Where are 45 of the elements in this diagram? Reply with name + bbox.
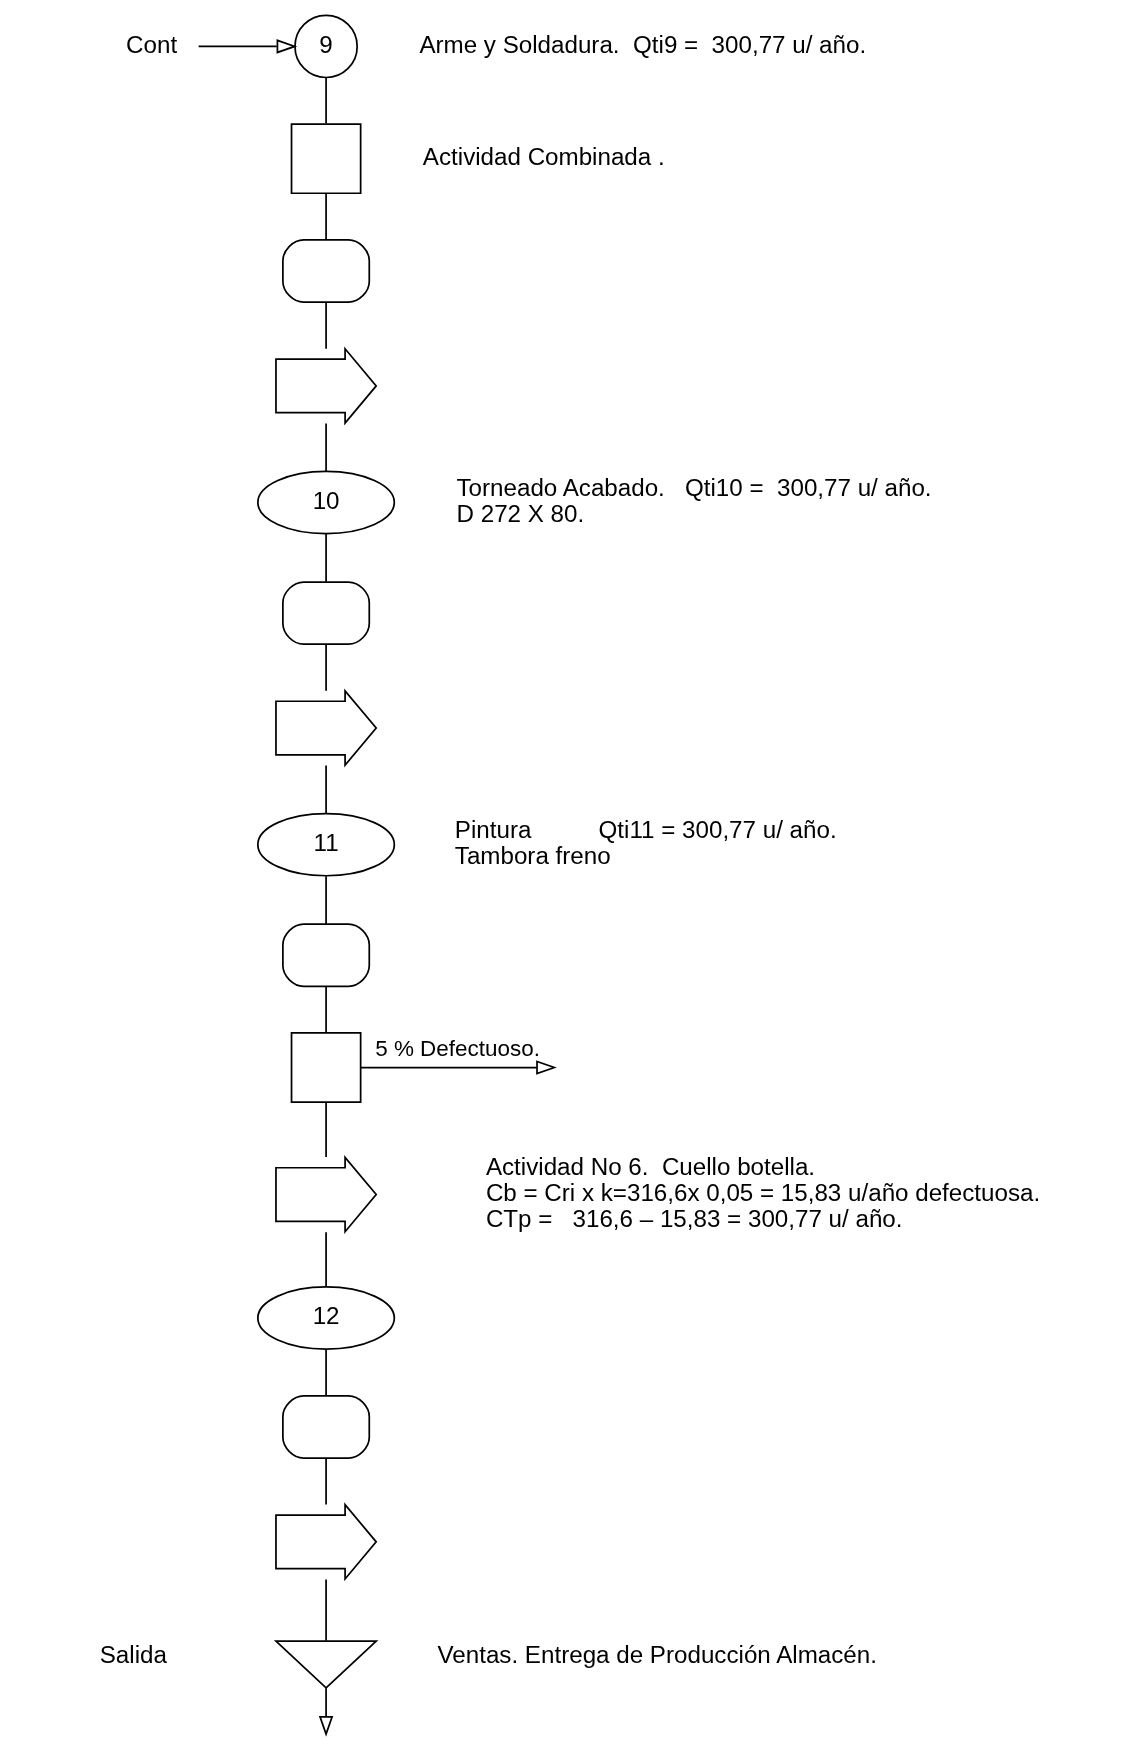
- edge-label: 5 % Defectuoso.: [375, 1036, 540, 1062]
- connector: [325, 192, 327, 241]
- node-label: Tambora freno: [454, 842, 611, 869]
- node-label: Torneado Acabado. Qti10 = 300,77 u/ año.: [456, 473, 932, 501]
- node-delay: [282, 581, 371, 646]
- label: Actividad No 6. Cuello botella.: [485, 1153, 816, 1181]
- connector: [325, 533, 327, 583]
- arrow: [318, 1687, 334, 1737]
- connector: [325, 1101, 327, 1158]
- node-label: Arme y Soldadura. Qti9 = 300,77 u/ año.: [419, 30, 867, 58]
- connector: [325, 985, 327, 1034]
- node-triangle: [273, 1640, 379, 1690]
- connector: [325, 1348, 327, 1397]
- connector: [325, 1457, 327, 1506]
- node-delay: [282, 923, 371, 988]
- node-label: D 272 X 80.: [456, 499, 585, 527]
- node-box: [290, 123, 362, 195]
- node-box: [290, 1032, 362, 1103]
- node-ellipse: 10: [256, 470, 396, 535]
- connector: [325, 301, 327, 350]
- node-arrow: [275, 1155, 378, 1235]
- connector: [325, 643, 327, 692]
- connector: [325, 1578, 327, 1642]
- node-label: Pintura Qti11 = 300,77 u/ año.: [454, 816, 837, 844]
- node-label: Actividad Combinada .: [422, 143, 665, 171]
- arrow: [197, 39, 298, 54]
- label: Cb = Cri x k=316,6x 0,05 = 15,83 u/año defectuosa.: [485, 1178, 1041, 1206]
- connector: [325, 764, 327, 814]
- node-ellipse: 11: [256, 812, 396, 877]
- node-label: Ventas. Entrega de Producción Almacén.: [437, 1641, 877, 1669]
- node-text: Cont: [126, 30, 178, 58]
- connector: [325, 77, 327, 125]
- connector: [325, 875, 327, 925]
- node-ellipse: 12: [256, 1286, 396, 1351]
- connector: [325, 1231, 327, 1288]
- arrow: [359, 1060, 557, 1075]
- label: CTp = 316,6 – 15,83 = 300,77 u/ año.: [485, 1204, 903, 1232]
- node-arrow: [275, 688, 378, 768]
- node-circle: 9: [294, 14, 359, 79]
- connector: [325, 422, 327, 472]
- node-delay: [282, 239, 371, 303]
- label: Salida: [99, 1641, 167, 1669]
- node-delay: [282, 1394, 371, 1459]
- node-arrow: [275, 1502, 378, 1582]
- node-arrow: [275, 346, 378, 426]
